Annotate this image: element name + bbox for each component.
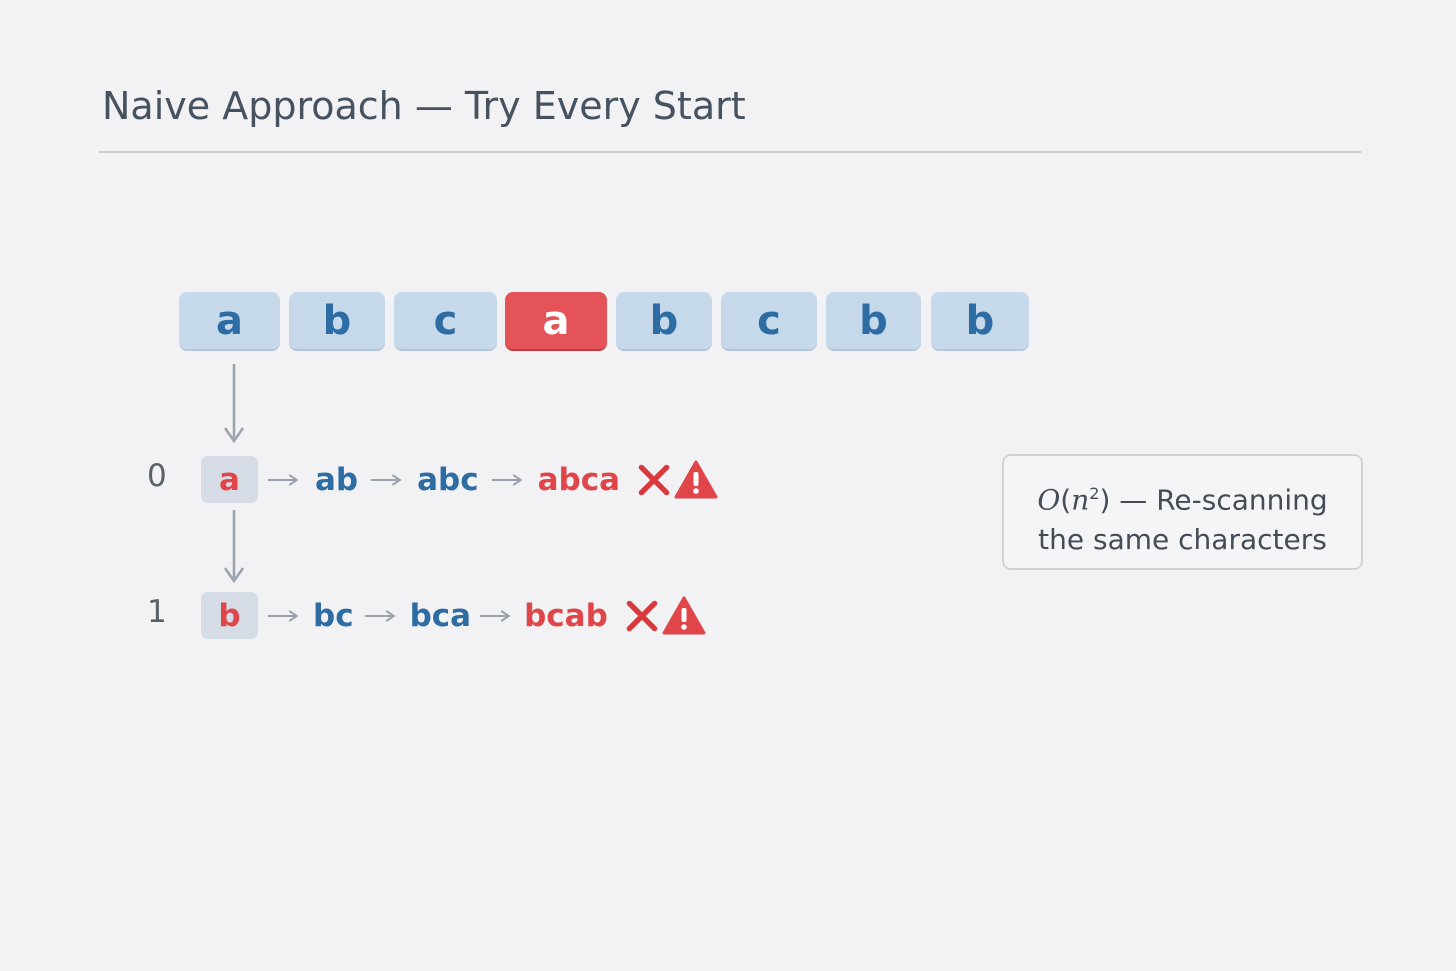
warning-icon: [662, 596, 706, 634]
down-arrow-icon: [223, 364, 245, 444]
complexity-O: O: [1037, 483, 1061, 517]
cross-icon: [626, 600, 658, 631]
right-arrow-icon: [479, 609, 511, 622]
right-arrow-icon: [370, 473, 402, 486]
failed-substring: abca: [537, 461, 621, 498]
substring: abc: [417, 461, 479, 498]
complexity-line-1: O(n2) — Re-scanning: [1004, 474, 1361, 520]
complexity-description: — Re-scanning: [1110, 483, 1328, 517]
row-index-0: 0: [147, 458, 167, 494]
right-arrow-icon: [267, 609, 299, 622]
substring-sequence: bc bca bcab: [267, 592, 706, 639]
cross-icon: [638, 464, 670, 495]
down-arrow-icon: [223, 510, 245, 584]
array-cell-1: b: [289, 292, 385, 351]
substring-sequence: ab abc abca: [267, 456, 718, 503]
array-cell-6: b: [826, 292, 921, 351]
complexity-exponent: 2: [1089, 484, 1100, 503]
right-arrow-icon: [364, 609, 396, 622]
substring: bca: [409, 597, 472, 634]
array-cell-5: c: [721, 292, 817, 351]
complexity-line-2: the same characters: [1038, 523, 1327, 557]
array-cell-0: a: [179, 292, 280, 351]
substring: ab: [315, 461, 359, 498]
complexity-n: n: [1071, 483, 1090, 517]
failed-substring: bcab: [524, 597, 608, 634]
complexity-close: ): [1099, 483, 1111, 517]
array-cell-4: b: [616, 292, 712, 351]
complexity-note: O(n2) — Re-scanning the same characters: [1002, 454, 1363, 570]
right-arrow-icon: [267, 473, 299, 486]
array-cell-7: b: [931, 292, 1029, 351]
warning-icon: [674, 460, 718, 498]
array-cell-2: c: [394, 292, 497, 351]
array-cell-3-duplicate: a: [505, 292, 607, 351]
complexity-open: (: [1060, 483, 1072, 517]
page-title: Naive Approach — Try Every Start: [102, 84, 746, 128]
substring: bc: [313, 597, 354, 634]
right-arrow-icon: [491, 473, 523, 486]
row-start-char: a: [201, 456, 258, 503]
title-divider: [99, 151, 1361, 153]
row-index-1: 1: [147, 594, 167, 630]
row-start-char: b: [201, 592, 258, 639]
